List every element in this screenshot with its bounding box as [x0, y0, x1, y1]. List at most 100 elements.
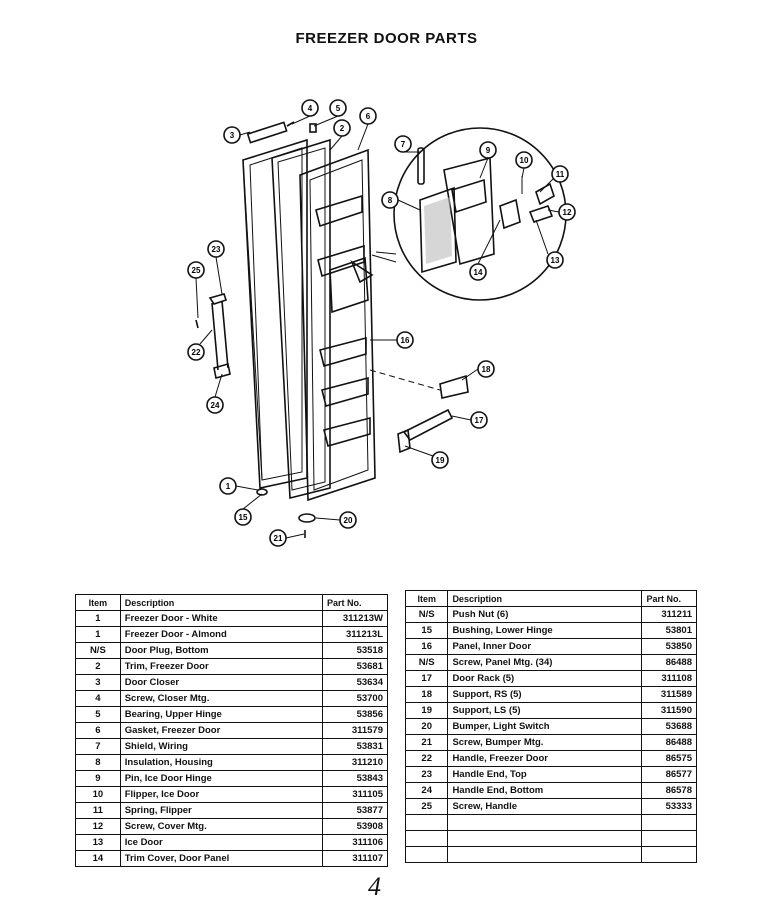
- cell-description: Door Closer: [119, 674, 324, 691]
- svg-text:2: 2: [340, 124, 345, 133]
- cell-part-no: [641, 814, 697, 831]
- cell-description: Shield, Wiring: [119, 738, 324, 755]
- cell-item: 22: [404, 750, 449, 767]
- table-header-row: Item Description Part No.: [75, 594, 388, 611]
- cell-item: N/S: [404, 606, 449, 623]
- cell-description: Door Rack (5): [447, 670, 643, 687]
- cell-description: Push Nut (6): [447, 606, 643, 623]
- svg-text:18: 18: [482, 365, 491, 374]
- cell-part-no: [641, 830, 697, 847]
- support-rs: [439, 374, 469, 399]
- cell-description: Trim Cover, Door Panel: [119, 850, 324, 867]
- svg-text:1: 1: [226, 482, 231, 491]
- svg-text:20: 20: [344, 516, 353, 525]
- cell-description: [447, 814, 643, 831]
- door-closer: [246, 121, 288, 144]
- cell-description: Screw, Panel Mtg. (34): [447, 654, 643, 671]
- cell-item: 13: [75, 834, 121, 851]
- cell-description: Panel, Inner Door: [447, 638, 643, 655]
- insulation-housing: [419, 186, 457, 274]
- svg-text:10: 10: [520, 156, 529, 165]
- cell-part-no: 53518: [322, 642, 388, 659]
- cell-item: 20: [404, 718, 449, 735]
- cell-part-no: 53634: [322, 674, 388, 691]
- cell-description: Screw, Closer Mtg.: [119, 690, 324, 707]
- cell-item: 14: [75, 850, 121, 867]
- cell-item: 3: [75, 674, 121, 691]
- column-header-part-no: Part No.: [322, 594, 388, 611]
- callout-16: 16: [396, 331, 414, 349]
- cell-part-no: 53700: [322, 690, 388, 707]
- callout-24: 24: [206, 396, 224, 414]
- cell-item: 2: [75, 658, 121, 675]
- door-rack: [402, 408, 454, 442]
- callout-14: 14: [469, 263, 487, 281]
- callout-12: 12: [558, 203, 576, 221]
- svg-text:15: 15: [239, 513, 248, 522]
- cell-description: Screw, Handle: [447, 798, 643, 815]
- cell-item: 19: [404, 702, 449, 719]
- cell-description: Handle End, Top: [447, 766, 643, 783]
- cell-item: 16: [404, 638, 449, 655]
- svg-text:21: 21: [274, 534, 283, 543]
- ice-door-flipper: [499, 198, 521, 230]
- cell-description: Gasket, Freezer Door: [119, 722, 324, 739]
- cell-description: Pin, Ice Door Hinge: [119, 770, 324, 787]
- cell-item: [404, 814, 449, 831]
- svg-text:16: 16: [401, 336, 410, 345]
- cell-part-no: 311213L: [322, 626, 388, 643]
- cell-part-no: 53908: [322, 818, 388, 835]
- cell-item: [404, 846, 449, 863]
- cell-description: Insulation, Housing: [119, 754, 324, 771]
- page-title: FREEZER DOOR PARTS: [295, 30, 478, 47]
- callout-22: 22: [187, 343, 205, 361]
- cell-part-no: 311108: [641, 670, 697, 687]
- cell-part-no: 311579: [322, 722, 388, 739]
- svg-text:9: 9: [486, 146, 491, 155]
- cell-part-no: 86577: [641, 766, 697, 783]
- cell-part-no: 311589: [641, 686, 697, 703]
- callout-13: 13: [546, 251, 564, 269]
- cell-description: Screw, Bumper Mtg.: [447, 734, 643, 751]
- table-row: [404, 814, 697, 831]
- cell-item: N/S: [404, 654, 449, 671]
- cell-item: 18: [404, 686, 449, 703]
- door-gasket: [271, 138, 331, 500]
- cell-part-no: 311105: [322, 786, 388, 803]
- svg-text:25: 25: [192, 266, 201, 275]
- trim-cover: [443, 156, 495, 266]
- cell-item: 25: [404, 798, 449, 815]
- cell-description: [447, 846, 643, 863]
- column-header-item: Item: [75, 594, 121, 611]
- cell-item: 11: [75, 802, 121, 819]
- column-header-description: Description: [119, 594, 324, 611]
- svg-text:22: 22: [192, 348, 201, 357]
- cell-part-no: 53850: [641, 638, 697, 655]
- cell-item: 7: [75, 738, 121, 755]
- dispenser-recess: [329, 256, 369, 314]
- cell-description: Support, RS (5): [447, 686, 643, 703]
- cell-item: [404, 830, 449, 847]
- door-drawing: [195, 121, 567, 538]
- cell-item: 12: [75, 818, 121, 835]
- cell-description: Freezer Door - Almond: [119, 626, 324, 643]
- cell-item: 15: [404, 622, 449, 639]
- cell-part-no: [641, 846, 697, 863]
- cell-part-no: 311213W: [322, 610, 388, 627]
- svg-text:19: 19: [436, 456, 445, 465]
